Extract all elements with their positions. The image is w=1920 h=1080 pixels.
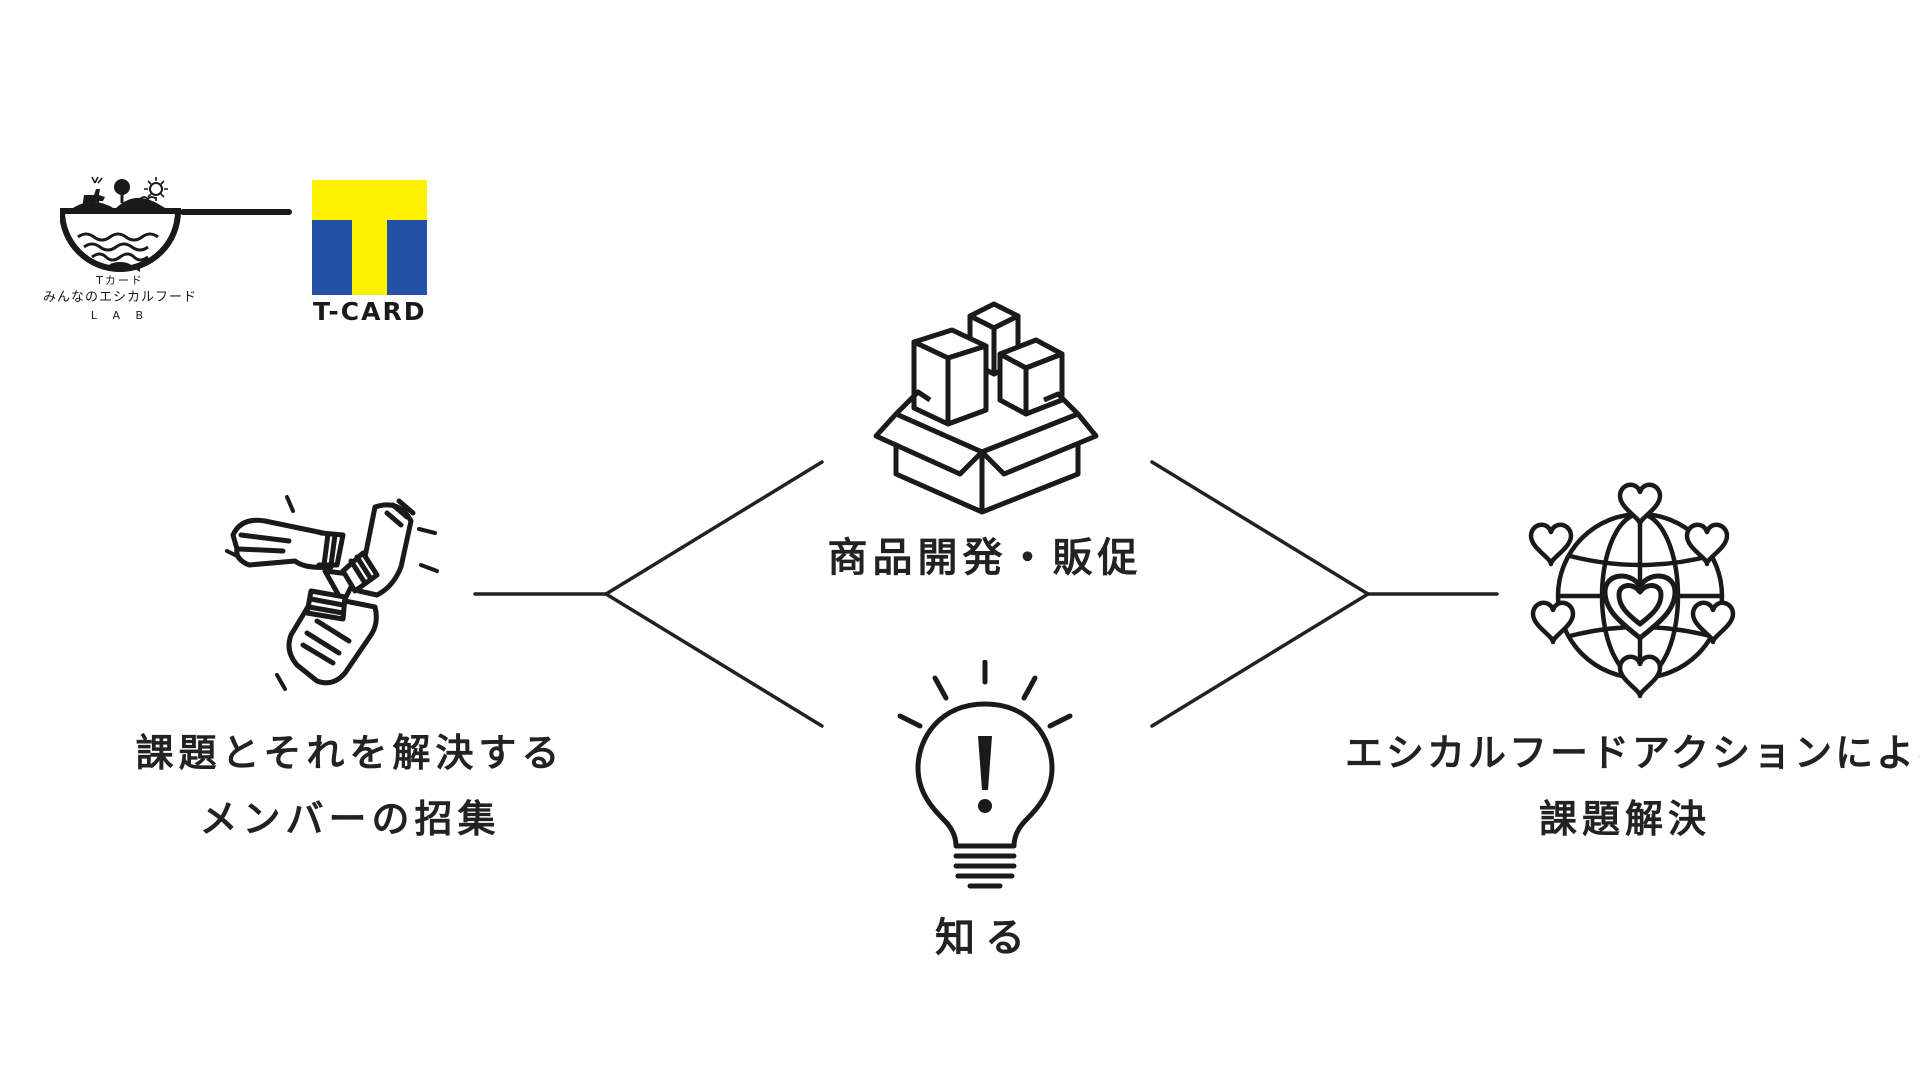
- solve-label-line1: エシカルフードアクションによる: [1345, 731, 1920, 775]
- connector-right-upper: [1150, 460, 1370, 596]
- ethical-food-lab-logo: [60, 176, 292, 272]
- tcard-logo-mark: [312, 180, 427, 295]
- lab-logo-line1: Tカード: [96, 274, 144, 287]
- members-label: 課題とそれを解決する メンバーの招集: [110, 720, 590, 852]
- boxes-icon: [873, 301, 1099, 515]
- tcard-logo-blue-left: [312, 220, 352, 295]
- lightbulb-icon: [897, 660, 1073, 889]
- connector-right-lower: [1150, 592, 1370, 728]
- members-label-line2: メンバーの招集: [199, 797, 501, 841]
- globe-hearts-icon: [1525, 478, 1755, 708]
- members-label-line1: 課題とそれを解決する: [135, 731, 565, 775]
- tcard-logo-text: T-CARD: [313, 297, 427, 326]
- know-label: 知る: [935, 915, 1035, 961]
- connector-left-lower: [604, 592, 824, 728]
- logo-area: Tカード みんなのエシカルフード L A B T-CARD: [30, 165, 450, 335]
- tcard-logo-blue-right: [387, 220, 427, 295]
- lab-logo-line2: みんなのエシカルフード: [42, 290, 197, 305]
- product-label: 商品開発・販促: [827, 535, 1143, 581]
- connector-left-upper: [604, 460, 824, 596]
- lab-logo-caption: Tカード みんなのエシカルフード L A B: [30, 273, 210, 325]
- solve-label: エシカルフードアクションによる 課題解決: [1345, 720, 1920, 852]
- solve-label-line2: 課題解決: [1538, 797, 1711, 841]
- joined-hands-icon: [225, 495, 439, 691]
- lab-logo-line3: L A B: [90, 309, 150, 322]
